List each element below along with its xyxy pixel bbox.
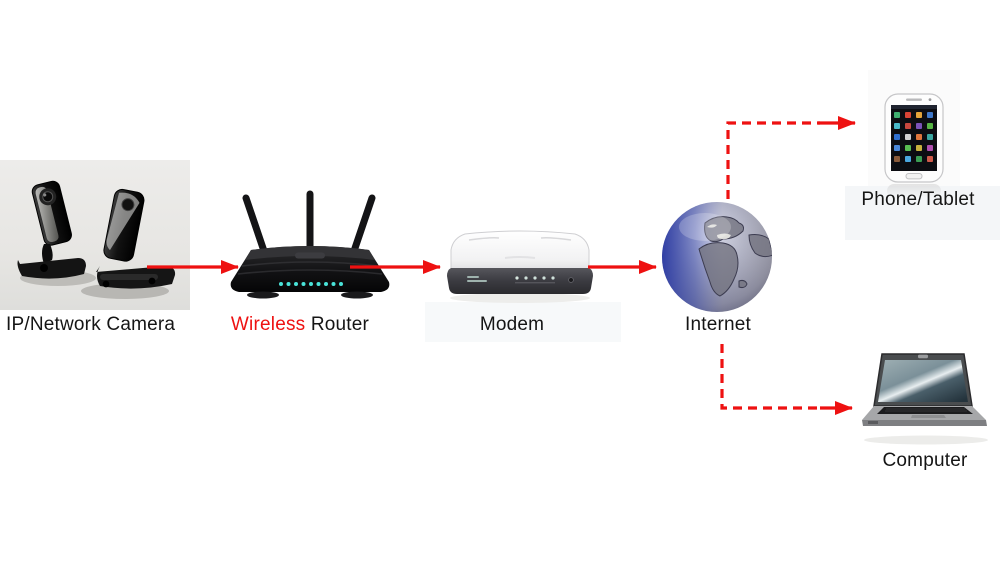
- phone-label-text: Phone/Tablet: [861, 189, 975, 210]
- phone-image: [884, 93, 944, 198]
- computer-label: Computer: [855, 450, 995, 472]
- internet-globe-image: [662, 202, 772, 312]
- camera-label: IP/Network Camera: [6, 314, 186, 336]
- phone-label: Phone/Tablet: [843, 189, 993, 211]
- internet-label-text: Internet: [684, 314, 752, 335]
- laptop-image: [862, 353, 988, 445]
- router-label-router: Router: [310, 314, 370, 335]
- modem-image: [447, 230, 593, 303]
- arrow-internet-computer-dashed: [720, 344, 822, 410]
- router-label-wireless: Wireless: [230, 314, 306, 335]
- wireless-router-image: [230, 190, 390, 299]
- camera-label-text: IP/Network Camera: [6, 314, 176, 335]
- router-label: Wireless Router: [210, 314, 390, 336]
- modem-label-strip: [425, 302, 621, 342]
- arrow-internet-phone-dashed: [726, 121, 820, 199]
- modem-label-text: Modem: [479, 314, 545, 335]
- modem-label: Modem: [452, 314, 572, 336]
- ip-camera-image: [17, 180, 176, 299]
- computer-label-text: Computer: [882, 450, 968, 471]
- internet-label: Internet: [658, 314, 778, 336]
